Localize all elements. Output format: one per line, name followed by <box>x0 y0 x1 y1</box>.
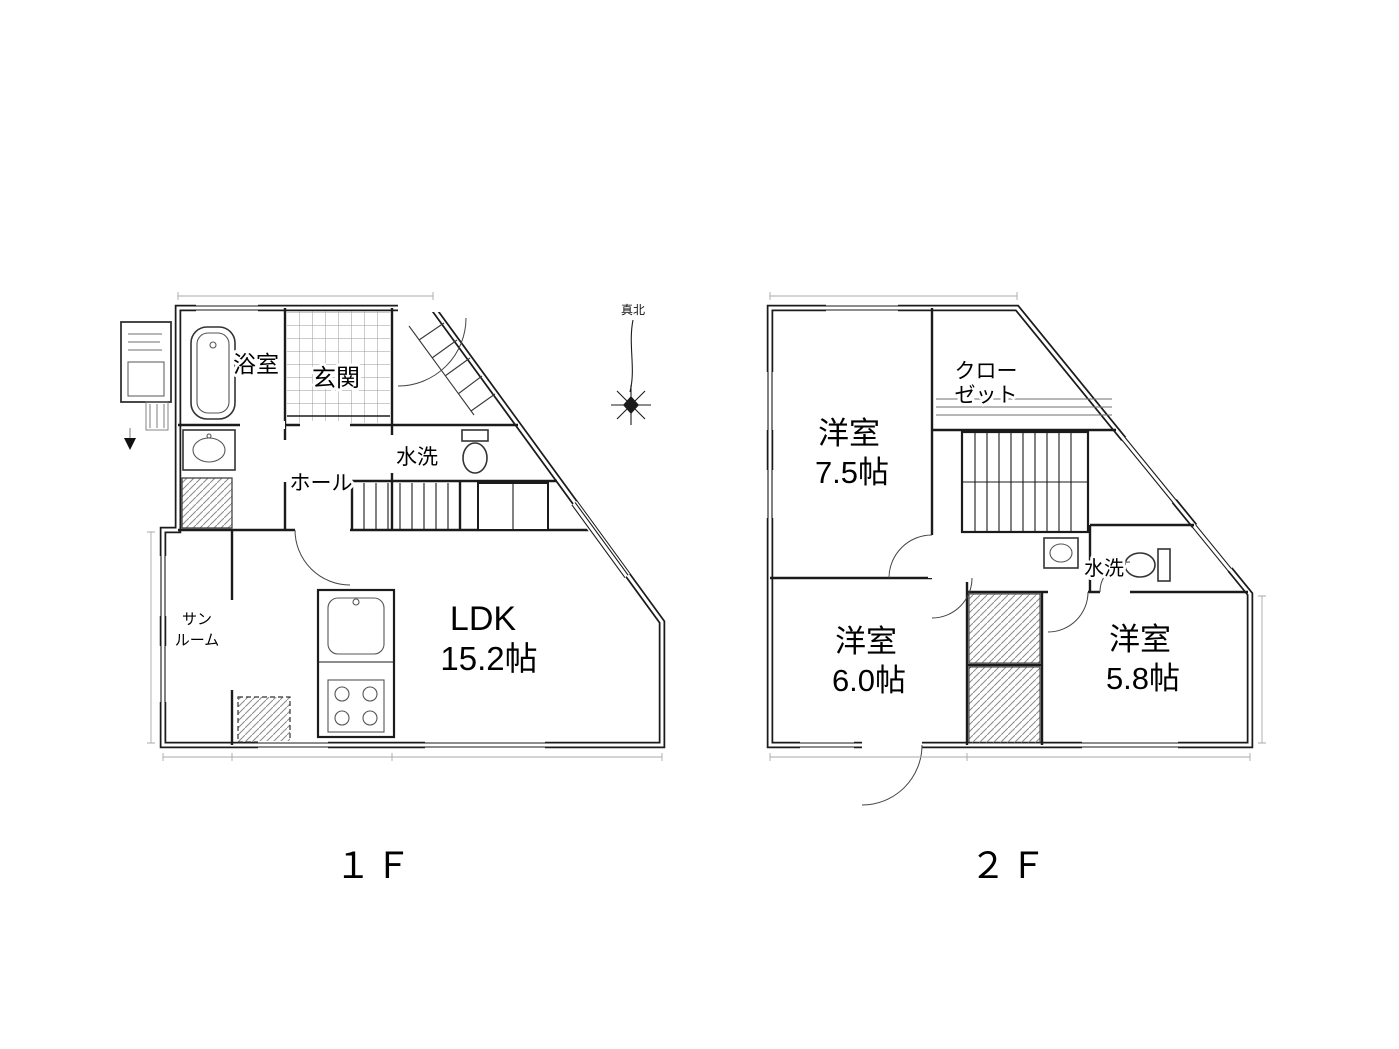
room-label-closet-2: ゼット <box>955 384 1018 407</box>
closet-hatch-bottom <box>968 666 1041 744</box>
room-label-yoshitsu60-2: 6.0帖 <box>832 663 906 698</box>
compass-star-icon <box>611 385 651 425</box>
floor2-label: ２Ｆ <box>970 845 1050 886</box>
toilet-icon-2f <box>1124 548 1171 582</box>
room-label-ldk-2: 15.2帖 <box>440 640 537 677</box>
room-label-sunroom-2: ルーム <box>175 632 220 649</box>
door-arcs-2f <box>861 534 1131 806</box>
room-label-yoshitsu75-1: 洋室 <box>818 416 880 451</box>
stairs-2f <box>960 430 1090 534</box>
dimension-lines-2f <box>769 292 1266 761</box>
windows-2f <box>766 304 1233 749</box>
floor2-plan: 洋室 7.5帖 クロー ゼット 水洗 洋室 6.0帖 洋室 5.8帖 <box>766 292 1266 806</box>
room-label-closet-1: クロー <box>955 360 1018 383</box>
door-openings-1f <box>228 304 466 690</box>
closet-hanger-lines <box>936 398 1112 416</box>
linen-closet-hatch <box>181 477 233 529</box>
room-label-yoshitsu75-2: 7.5帖 <box>815 455 889 490</box>
down-arrow-icon <box>124 438 136 450</box>
room-label-hall: ホール <box>290 472 353 495</box>
room-label-yoshitsu58-2: 5.8帖 <box>1106 661 1180 696</box>
compass-stem <box>629 319 634 393</box>
bathtub-icon <box>190 326 236 420</box>
door-arcs-1f <box>294 317 467 586</box>
room-label-bath: 浴室 <box>233 351 279 377</box>
north-label: 真北 <box>621 303 645 317</box>
dimension-lines-1f <box>147 292 663 761</box>
room-label-sunroom-1: サン <box>182 611 212 628</box>
floor1-label: １Ｆ <box>335 845 415 886</box>
floor-storage-hatch <box>237 696 291 743</box>
exterior-box <box>120 321 172 450</box>
storage-boxes-1f <box>477 482 549 531</box>
room-label-ldk-1: LDK <box>450 600 516 638</box>
closet-hatch-top <box>968 593 1041 664</box>
kitchen-counter-icon <box>316 588 396 739</box>
room-label-entrance: 玄関 <box>312 365 360 392</box>
stairs-1f <box>363 483 449 530</box>
toilet-icon-1f <box>461 429 489 474</box>
outer-wall-core-2f <box>768 306 1252 747</box>
room-label-yoshitsu60-1: 洋室 <box>835 624 897 659</box>
room-label-yoshitsu58-1: 洋室 <box>1109 622 1171 657</box>
room-label-toilet-1f: 水洗 <box>396 446 438 469</box>
floor1-plan: 浴室 玄関 水洗 ホール サン ルーム LDK 15.2帖 <box>120 292 666 761</box>
washbasin-icon <box>182 429 236 471</box>
room-label-toilet-2f: 水洗 <box>1084 557 1124 580</box>
north-compass: 真北 <box>611 303 651 425</box>
entrance-tile-floor <box>287 311 390 423</box>
door-openings-2f <box>862 535 1130 749</box>
washbasin-icon-2f <box>1043 537 1079 569</box>
outer-wall-core-1f <box>161 306 664 747</box>
windows-1f <box>159 304 630 749</box>
